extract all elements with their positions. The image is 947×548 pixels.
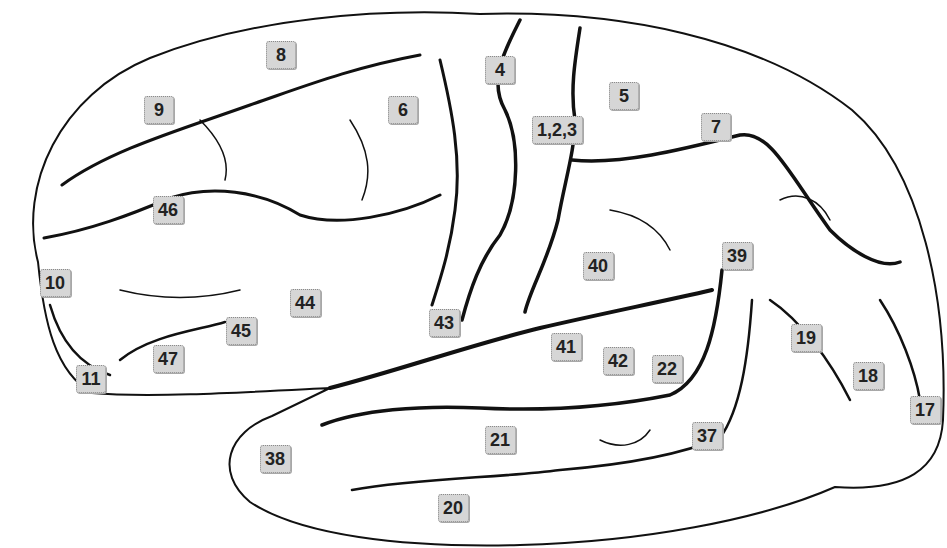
area-number-box: 22 [652, 355, 683, 383]
area-number: 18 [858, 367, 878, 385]
area-number-box: 9 [144, 96, 174, 124]
area-number: 22 [657, 360, 677, 378]
area-number: 47 [158, 350, 178, 368]
area-number: 8 [276, 46, 286, 64]
area-number-box: 46 [153, 196, 184, 224]
brain-contour [33, 12, 943, 545]
area-number: 9 [154, 101, 164, 119]
area-number-box: 17 [910, 396, 941, 424]
area-number: 39 [727, 247, 747, 265]
superior-frontal-sulcus [62, 55, 420, 185]
area-number-box: 37 [692, 422, 723, 450]
area-number-box: 5 [609, 82, 639, 110]
minor-sulci [120, 120, 830, 445]
area-number-box: 10 [40, 269, 71, 297]
postcentral-sulcus [525, 28, 580, 312]
area-number-box: 18 [853, 362, 884, 390]
area-number: 5 [619, 87, 629, 105]
occipital-sulcus [770, 300, 920, 400]
area-number: 21 [490, 431, 510, 449]
inferior-frontal-sulcus [44, 191, 440, 238]
central-sulcus [462, 20, 520, 320]
area-number: 43 [434, 314, 454, 332]
area-number-box: 6 [388, 96, 418, 124]
inferior-temporal-sulcus [352, 300, 752, 490]
superior-temporal-sulcus [322, 270, 722, 425]
area-number: 37 [697, 427, 717, 445]
frontal-orbital-sulcus [50, 305, 225, 375]
area-number-box: 45 [226, 317, 257, 345]
area-number-box: 43 [429, 309, 460, 337]
area-number: 45 [231, 322, 251, 340]
area-number: 42 [608, 352, 628, 370]
area-number-box: 19 [791, 324, 822, 352]
area-number-box: 41 [551, 333, 582, 361]
area-number: 1,2,3 [537, 121, 577, 139]
area-number: 46 [158, 201, 178, 219]
area-number: 41 [556, 338, 576, 356]
area-number-box: 40 [583, 252, 614, 280]
area-number: 20 [443, 499, 463, 517]
area-number: 10 [45, 274, 65, 292]
area-number: 17 [915, 401, 935, 419]
area-number: 6 [398, 101, 408, 119]
area-number-box: 11 [76, 365, 106, 393]
area-number: 11 [81, 370, 100, 388]
area-number-box: 47 [153, 345, 184, 373]
area-number-box: 44 [290, 289, 321, 317]
lateral-sulcus [330, 290, 712, 388]
area-number-box: 21 [485, 426, 516, 454]
area-number: 44 [295, 294, 315, 312]
area-number-box: 39 [722, 242, 753, 270]
area-number: 19 [796, 329, 816, 347]
area-number-box: 38 [260, 445, 291, 473]
area-number-box: 1,2,3 [532, 116, 583, 144]
area-number: 40 [588, 257, 608, 275]
area-number-box: 4 [485, 56, 515, 84]
precentral-sulcus [432, 60, 457, 305]
area-number: 4 [495, 61, 505, 79]
area-number: 7 [711, 118, 721, 136]
area-number-box: 7 [701, 113, 731, 141]
area-number-box: 8 [266, 41, 296, 69]
area-number-box: 20 [438, 494, 469, 522]
area-number-box: 42 [603, 347, 634, 375]
area-number: 38 [265, 450, 285, 468]
